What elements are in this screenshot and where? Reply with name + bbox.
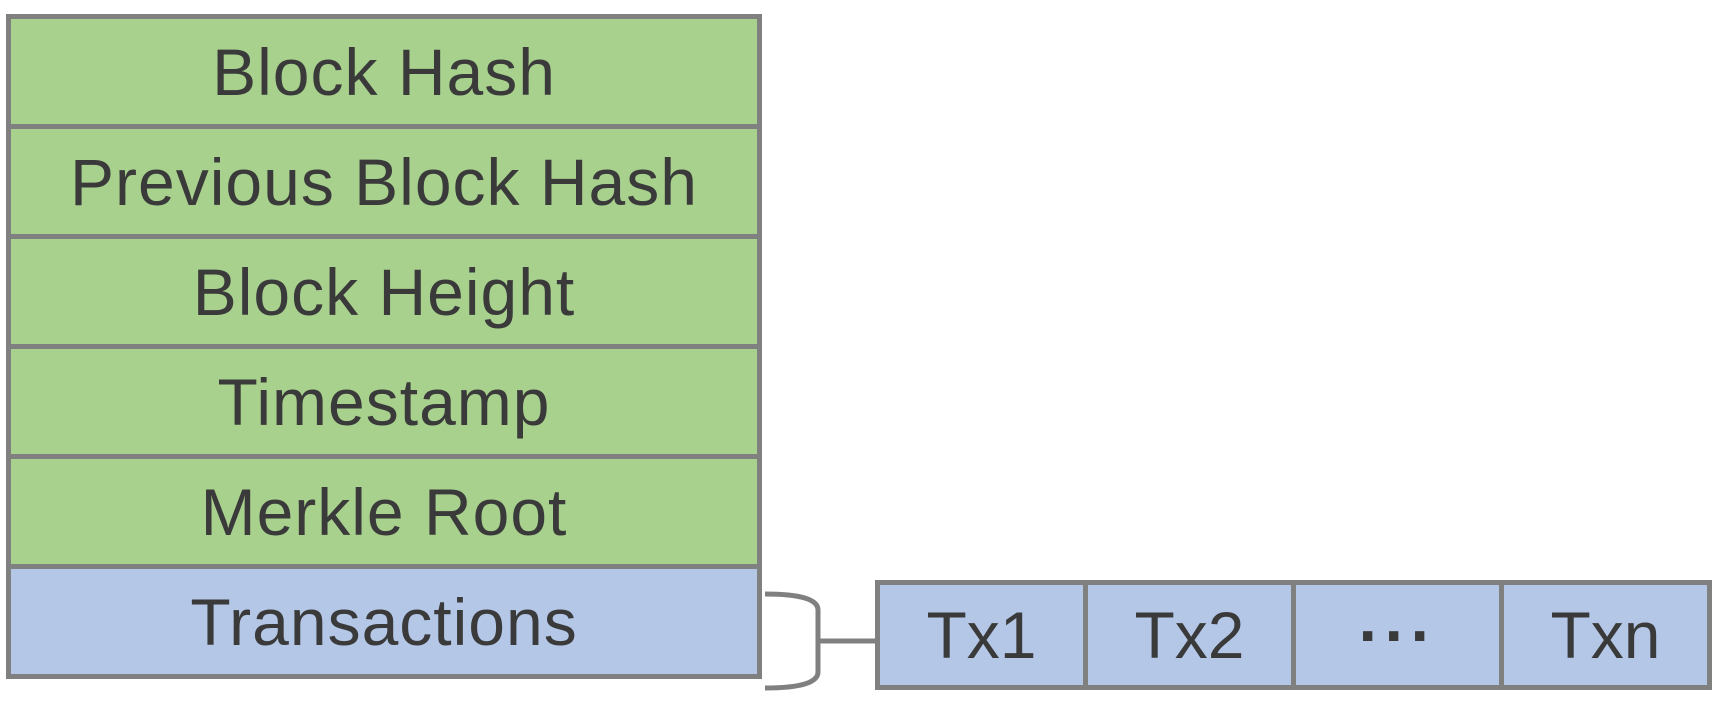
curly-bracket-shape xyxy=(764,591,821,691)
transactions-bracket-connector xyxy=(764,591,878,691)
tx-cell-2: Tx2 xyxy=(1083,580,1296,690)
timestamp-field: Timestamp xyxy=(6,344,762,459)
tx-cell-n: Txn xyxy=(1499,580,1712,690)
block-height-field: Block Height xyxy=(6,234,762,349)
block-header-stack: Block Hash Previous Block Hash Block Hei… xyxy=(6,14,762,679)
tx-cell-1: Tx1 xyxy=(875,580,1088,690)
merkle-root-field: Merkle Root xyxy=(6,454,762,569)
block-hash-field: Block Hash xyxy=(6,14,762,129)
previous-block-hash-field: Previous Block Hash xyxy=(6,124,762,239)
tx-cell-ellipsis: ··· xyxy=(1291,580,1504,690)
transactions-field: Transactions xyxy=(6,564,762,679)
transactions-list: Tx1 Tx2 ··· Txn xyxy=(875,580,1712,690)
